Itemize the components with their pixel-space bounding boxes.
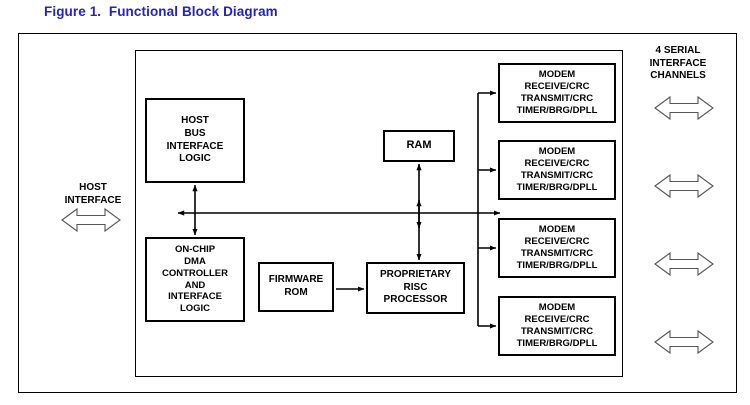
block-line: LOGIC [179,153,211,165]
block-line: PROPRIETARY [379,269,452,281]
block-ram[interactable]: RAM [383,130,455,162]
block-proprietary-risc-processor[interactable]: PROPRIETARY RISC PROCESSOR [366,262,465,314]
block-line: RECEIVE/CRC [524,158,590,170]
block-line: INTERFACE [166,140,224,152]
block-line: TIMER/BRG/DPLL [516,337,598,349]
block-line: FIRMWARE [268,274,324,286]
block-line: HOST [181,115,209,127]
block-line: BUS [184,127,206,139]
block-line: TIMER/BRG/DPLL [516,104,598,116]
block-host-bus-interface-logic[interactable]: HOST BUS INTERFACE LOGIC [145,98,245,183]
block-line: PROCESSOR [383,294,448,306]
block-line: TIMER/BRG/DPLL [516,181,598,193]
block-line: TRANSMIT/CRC [520,326,594,337]
block-line: MODEM [538,146,576,158]
block-line: TRANSMIT/CRC [520,248,594,259]
block-line: MODEM [538,302,576,314]
block-line: MODEM [538,69,576,81]
block-line: INTERFACE [168,291,222,303]
block-line: TIMER/BRG/DPLL [516,259,598,271]
block-line: RAM [406,139,432,152]
chip-boundary-box [135,50,623,377]
label-host-interface: HOST INTERFACE [64,182,122,206]
block-line: ON-CHIP [174,243,216,255]
block-line: RISC [403,281,428,293]
block-firmware-rom[interactable]: FIRMWARE ROM [258,262,334,312]
block-line: CONTROLLER [162,267,228,279]
block-line: RECEIVE/CRC [524,236,590,248]
block-onchip-dma-controller[interactable]: ON-CHIP DMA CONTROLLER AND INTERFACE LOG… [145,237,245,322]
block-line: MODEM [538,224,576,236]
block-line: RECEIVE/CRC [524,81,590,93]
block-modem-channel-2[interactable]: MODEM RECEIVE/CRC TRANSMIT/CRC TIMER/BRG… [498,140,616,200]
page-title: Figure 1. Functional Block Diagram [44,4,278,19]
block-modem-channel-4[interactable]: MODEM RECEIVE/CRC TRANSMIT/CRC TIMER/BRG… [498,296,616,356]
block-line: ROM [284,287,308,298]
block-line: RECEIVE/CRC [524,314,590,326]
block-line: TRANSMIT/CRC [520,170,594,181]
label-serial-interface-channels: 4 SERIAL INTERFACE CHANNELS [649,45,707,81]
block-line: AND [184,279,206,291]
block-line: DMA [184,255,206,267]
block-line: LOGIC [179,303,211,315]
block-line: TRANSMIT/CRC [520,93,594,104]
block-modem-channel-1[interactable]: MODEM RECEIVE/CRC TRANSMIT/CRC TIMER/BRG… [498,63,616,123]
block-modem-channel-3[interactable]: MODEM RECEIVE/CRC TRANSMIT/CRC TIMER/BRG… [498,218,616,278]
